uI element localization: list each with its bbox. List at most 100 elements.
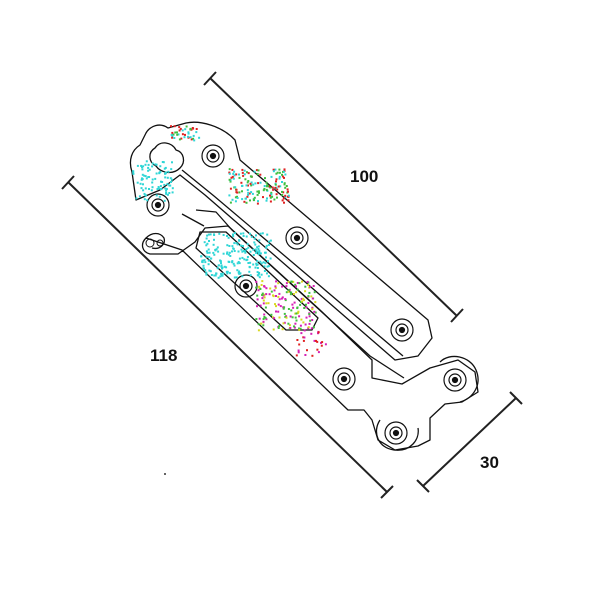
speckle <box>283 183 286 186</box>
speckle <box>228 245 231 247</box>
screw-hole-7 <box>443 368 467 392</box>
speckle <box>313 291 316 294</box>
speckle <box>144 163 147 166</box>
speckle <box>270 290 273 293</box>
speckle <box>239 232 242 235</box>
speckle <box>231 168 234 171</box>
speckle <box>269 186 272 189</box>
speckle <box>256 260 259 263</box>
speckle <box>247 246 250 249</box>
speckle <box>292 280 295 283</box>
speckle <box>231 175 234 178</box>
speckle <box>135 197 138 200</box>
speckle <box>291 316 294 319</box>
speckle <box>277 185 280 188</box>
speckle <box>299 324 302 327</box>
speckle <box>164 166 167 169</box>
speckle <box>307 326 310 329</box>
speckle <box>236 191 239 194</box>
speckle <box>290 309 293 312</box>
speckle <box>232 247 235 250</box>
speckle <box>213 274 216 277</box>
speckle <box>238 173 240 176</box>
speckle <box>265 181 268 184</box>
dimension-100-tick-end <box>450 308 464 323</box>
speckle <box>258 286 261 289</box>
speckle <box>141 168 144 171</box>
speckle <box>244 251 247 254</box>
speckle <box>278 168 281 171</box>
speckle <box>233 276 236 279</box>
speckle <box>284 196 287 199</box>
speckle <box>278 298 281 301</box>
speckle <box>195 131 198 134</box>
speckle <box>246 256 249 258</box>
speckle <box>164 176 167 179</box>
speckle <box>296 307 299 310</box>
speckle <box>144 187 147 190</box>
speckle <box>245 259 248 262</box>
speckle <box>220 272 223 275</box>
speckle <box>271 195 274 198</box>
speckle <box>293 301 296 304</box>
dimension-30 <box>416 391 523 493</box>
speckle <box>231 260 234 263</box>
speckle <box>278 316 281 319</box>
speckle <box>255 234 257 237</box>
speckle <box>250 235 253 238</box>
speckle <box>157 187 160 190</box>
speckle <box>192 127 195 130</box>
speckle <box>268 293 271 296</box>
speckle <box>238 262 241 265</box>
speckle <box>283 168 286 171</box>
speckle <box>297 349 300 352</box>
speckle <box>168 192 171 194</box>
speckle <box>142 165 145 168</box>
color-speckles <box>132 125 327 357</box>
speckle <box>171 161 173 164</box>
speckle <box>324 343 327 346</box>
speckle <box>274 183 277 186</box>
speckle <box>265 246 268 249</box>
speckle <box>171 187 174 190</box>
speckle <box>172 133 175 136</box>
speckle <box>276 196 278 199</box>
speckle <box>217 276 220 279</box>
speckle <box>267 260 269 263</box>
speckle <box>297 311 300 314</box>
speckle <box>305 303 307 306</box>
speckle <box>228 172 231 175</box>
speckle <box>245 235 248 238</box>
speckle <box>259 173 262 176</box>
screw-hole-8 <box>384 421 408 445</box>
screw-hole-1 <box>201 144 225 168</box>
speckle <box>205 273 208 276</box>
speckle <box>181 133 184 136</box>
speckle <box>205 271 208 274</box>
speckle <box>249 232 251 235</box>
speckle <box>320 341 322 344</box>
speckle <box>252 183 255 186</box>
speckle <box>275 193 278 196</box>
speckle <box>151 186 154 189</box>
speckle <box>178 126 181 129</box>
speckle <box>154 177 157 180</box>
speckle <box>239 244 242 247</box>
speckle <box>257 200 259 203</box>
speckle <box>161 181 164 183</box>
speckle <box>157 186 160 188</box>
speckle <box>275 280 278 283</box>
speckle <box>249 175 252 178</box>
speckle <box>192 137 195 140</box>
speckle <box>145 160 148 163</box>
speckle <box>252 199 255 202</box>
speckle <box>206 251 209 254</box>
speckle <box>316 340 319 343</box>
speckle <box>274 168 277 171</box>
speckle <box>250 184 253 187</box>
speckle <box>280 297 283 300</box>
speckle <box>260 322 263 325</box>
speckle <box>243 258 246 261</box>
speckle <box>132 172 135 175</box>
speckle <box>242 245 244 247</box>
